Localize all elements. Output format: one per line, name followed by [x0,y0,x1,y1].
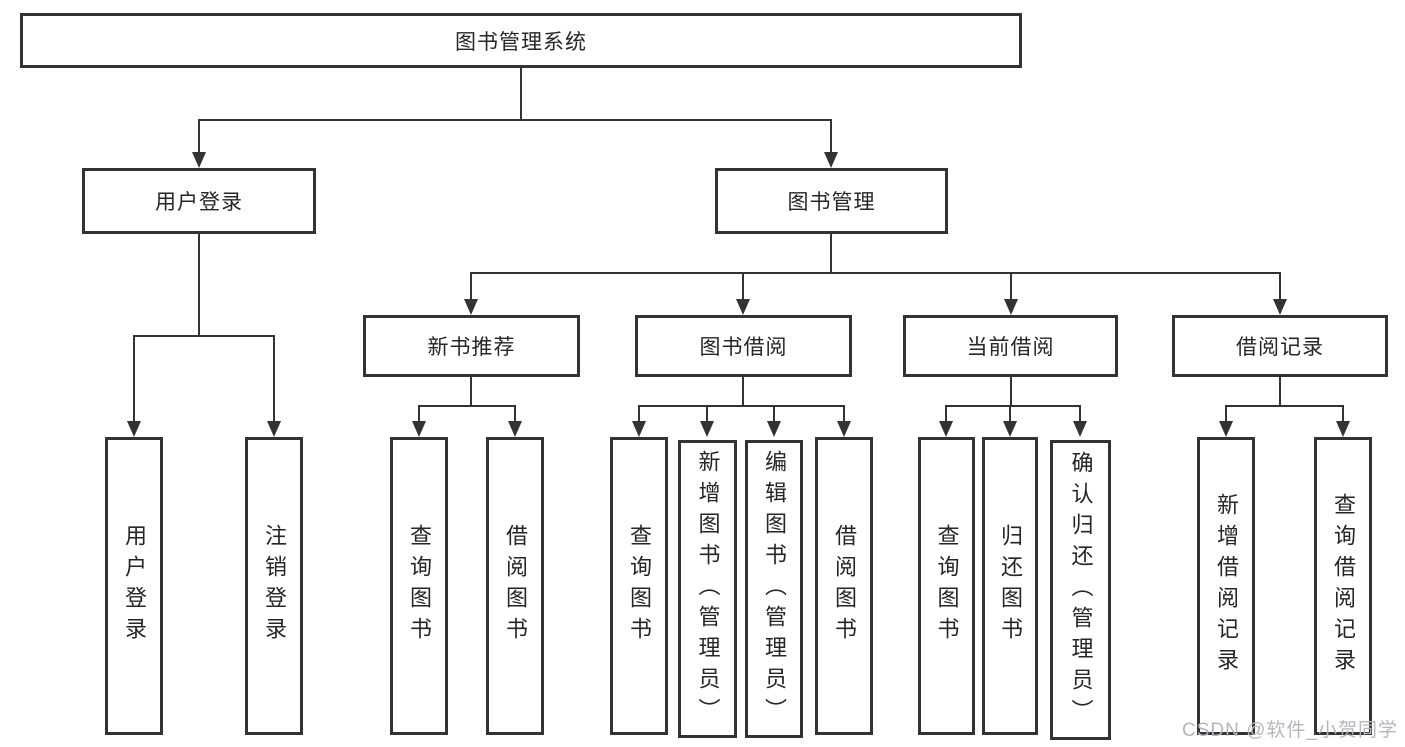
arrow-down-icon [767,421,781,437]
node-label: 当前借阅 [966,336,1055,359]
leaf-label: 查询图书 [934,524,960,648]
leaf-borrow-books: 借阅图书 [815,437,873,735]
connector-drop-leaf [945,405,947,421]
leaf-label: 注销登录 [262,524,287,648]
leaf-label: 新增借阅记录 [1214,493,1239,679]
connector-group-bus [638,405,845,407]
arrow-down-icon [192,152,206,168]
leaf-query-borrow-record: 查询借阅记录 [1314,437,1372,735]
arrow-down-icon [1336,421,1350,437]
node-label: 图书借阅 [699,336,788,359]
node-borrowing-records: 借阅记录 [1172,315,1388,377]
connector-group-bus [418,405,516,407]
connector-drop-leaf [1342,405,1344,421]
leaf-label: 借阅图书 [832,524,857,648]
arrow-down-icon [1004,299,1018,315]
leaf-edit-book-admin: 编辑图书（管理员） [745,440,803,738]
connector-group-bus [945,405,1081,407]
node-label: 图书管理系统 [455,30,587,54]
arrow-down-icon [508,421,522,437]
node-label: 用户登录 [155,191,243,214]
connector-root-stem [520,68,522,119]
connector-drop-new-book [470,272,472,299]
connector-level3-bus [470,272,1281,274]
connector-drop-leaf [1009,405,1011,421]
connector-group-stem [1279,377,1281,405]
connector-drop-leaf [1079,405,1081,421]
arrow-down-icon [700,421,714,437]
arrow-down-icon [412,421,426,437]
node-user-login: 用户登录 [82,168,316,234]
node-book-borrowing: 图书借阅 [635,315,852,377]
leaf-confirm-return-admin: 确认归还（管理员） [1050,440,1111,740]
leaf-label: 编辑图书（管理员） [762,449,787,729]
connector-group-stem [1010,377,1012,405]
connector-drop-borrowing-records [1279,272,1281,299]
connector-group-stem [742,377,744,405]
connector-drop-leaf [514,405,516,421]
arrow-down-icon [736,299,750,315]
arrow-down-icon [1219,421,1233,437]
arrow-down-icon [1003,421,1017,437]
arrow-down-icon [1273,299,1287,315]
leaf-label: 查询图书 [627,524,652,648]
arrow-down-icon [127,421,141,437]
node-label: 新书推荐 [427,336,516,359]
connector-drop-book-management [830,119,832,153]
connector-group-stem [470,377,472,405]
leaf-query-books-borrowing: 查询图书 [610,437,668,735]
connector-group-bus [1225,405,1344,407]
csdn-watermark: CSDN @软件_小贺同学 [1182,720,1398,741]
connector-drop-current-borrowing [1010,272,1012,299]
leaf-label: 确认归还（管理员） [1068,450,1094,730]
connector-drop-leaf [133,335,135,421]
leaf-label: 查询借阅记录 [1331,493,1356,679]
leaf-query-books-recommend: 查询图书 [390,437,448,735]
arrow-down-icon [632,421,646,437]
connector-drop-leaf [273,335,275,421]
node-book-management: 图书管理 [715,168,948,234]
leaf-logout-login: 注销登录 [245,437,303,735]
leaf-return-book: 归还图书 [982,437,1038,735]
leaf-add-book-admin: 新增图书（管理员） [678,440,737,738]
arrow-down-icon [464,299,478,315]
leaf-label: 归还图书 [998,524,1023,648]
connector-drop-leaf [706,405,708,421]
node-library-management-system: 图书管理系统 [20,13,1022,68]
arrow-down-icon [837,421,851,437]
connector-drop-user-login [198,119,200,153]
connector-drop-leaf [773,405,775,421]
leaf-query-books-current: 查询图书 [918,437,975,735]
node-current-borrowing: 当前借阅 [903,315,1118,377]
connector-drop-leaf [843,405,845,421]
leaf-borrow-books-recommend: 借阅图书 [486,437,544,735]
leaf-label: 新增图书（管理员） [695,449,721,729]
connector-book-management-stem [830,234,832,272]
connector-user-login-bus [133,335,275,337]
arrow-down-icon [1073,421,1087,437]
connector-drop-book-borrowing [742,272,744,299]
node-label: 借阅记录 [1236,336,1324,359]
node-new-book-recommend: 新书推荐 [363,315,580,377]
arrow-down-icon [939,421,953,437]
node-label: 图书管理 [787,191,876,214]
leaf-add-borrow-record: 新增借阅记录 [1197,437,1255,735]
connector-drop-leaf [418,405,420,421]
leaf-label: 借阅图书 [503,524,528,648]
leaf-label: 用户登录 [122,524,147,648]
leaf-user-login: 用户登录 [105,437,163,735]
arrow-down-icon [824,152,838,168]
connector-drop-leaf [1225,405,1227,421]
connector-user-login-stem [198,234,200,335]
leaf-label: 查询图书 [407,524,432,648]
arrow-down-icon [267,421,281,437]
connector-level1-bus [198,119,832,121]
connector-drop-leaf [638,405,640,421]
